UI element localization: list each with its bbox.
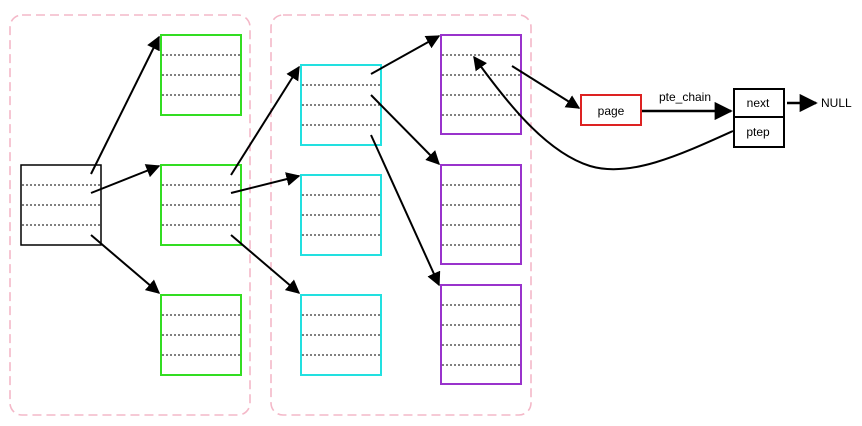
chain-next-field <box>733 88 785 118</box>
arrow-ptep-back-to-pte <box>473 55 734 171</box>
group-middle-outline <box>270 14 532 416</box>
next-label: next <box>747 96 770 110</box>
l4-table-bot-border <box>440 284 522 385</box>
ptep-label: ptep <box>746 125 770 139</box>
arrows-layer <box>90 35 818 294</box>
arrow-root-to-l2-bot <box>90 234 161 294</box>
l2-table-top-border <box>160 34 242 116</box>
l2-table-mid <box>160 164 242 246</box>
arrow-l2-to-l3-mid <box>230 172 301 194</box>
l3-table-bot <box>300 294 382 376</box>
arrow-l2-to-l3-top <box>230 65 300 176</box>
page-label: page <box>598 104 625 118</box>
l4-table-bot <box>440 284 522 385</box>
root-table-border <box>20 164 102 246</box>
root-table <box>20 164 102 246</box>
page-box <box>580 94 642 126</box>
l4-table-mid <box>440 164 522 265</box>
pte-chain-label: pte_chain <box>659 90 711 104</box>
l4-table-mid-border <box>440 164 522 265</box>
l3-table-mid-border <box>300 174 382 256</box>
arrow-l2-to-l3-bot <box>230 234 301 294</box>
arrow-root-to-l2-mid <box>90 164 161 194</box>
l2-table-bot <box>160 294 242 376</box>
l4-table-top-border <box>440 34 522 135</box>
l2-table-mid-border <box>160 164 242 246</box>
l4-table-top <box>440 34 522 135</box>
l2-table-top <box>160 34 242 116</box>
null-label: NULL <box>821 96 852 110</box>
l3-table-top <box>300 64 382 146</box>
arrow-root-to-l2-top <box>90 35 160 175</box>
arrow-pte-to-page <box>511 65 581 109</box>
l3-table-bot-border <box>300 294 382 376</box>
group-left-outline <box>9 14 251 416</box>
arrow-l3-to-l4-mid <box>370 94 440 165</box>
arrow-l3-to-l4-bot <box>370 134 441 287</box>
chain-ptep-field <box>733 116 785 148</box>
l3-table-top-border <box>300 64 382 146</box>
arrow-l3-to-l4-top <box>370 35 441 75</box>
tables-layer <box>20 34 522 385</box>
l2-table-bot-border <box>160 294 242 376</box>
l3-table-mid <box>300 174 382 256</box>
